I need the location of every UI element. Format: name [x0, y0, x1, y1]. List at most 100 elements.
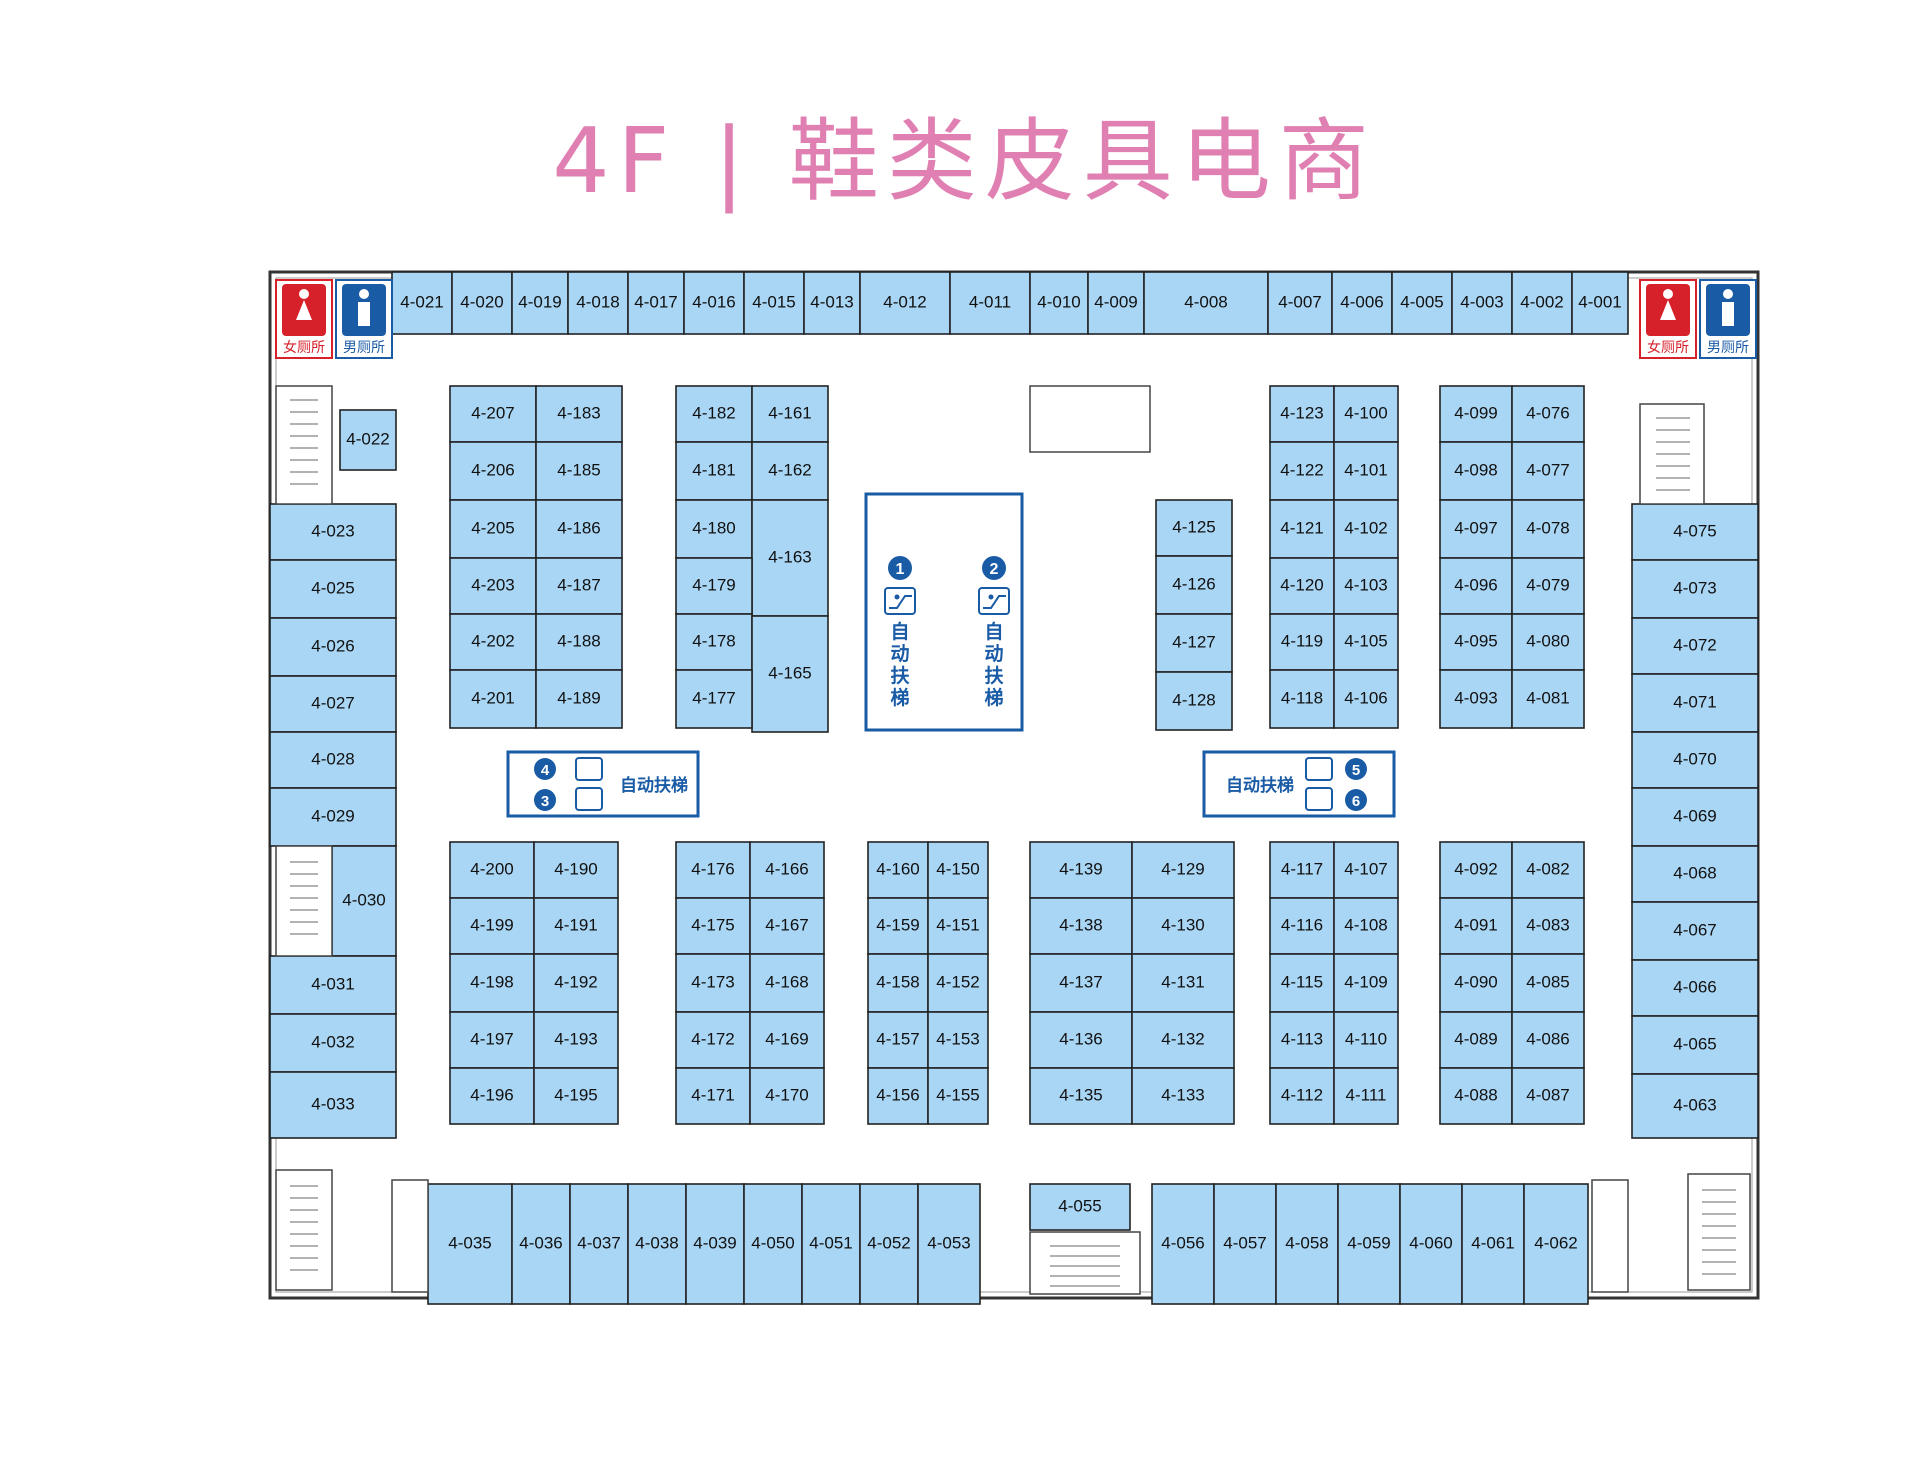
- booth-4-001[interactable]: 4-001: [1571, 271, 1629, 335]
- booth-4-188[interactable]: 4-188: [535, 613, 623, 671]
- booth-4-193[interactable]: 4-193: [533, 1011, 619, 1069]
- booth-4-090[interactable]: 4-090: [1439, 953, 1513, 1013]
- booth-4-005[interactable]: 4-005: [1391, 271, 1453, 335]
- booth-4-121[interactable]: 4-121: [1269, 499, 1335, 559]
- booth-4-038[interactable]: 4-038: [627, 1183, 687, 1305]
- booth-4-135[interactable]: 4-135: [1029, 1067, 1133, 1125]
- booth-4-021[interactable]: 4-021: [391, 271, 453, 335]
- booth-4-182[interactable]: 4-182: [675, 385, 753, 443]
- booth-4-016[interactable]: 4-016: [683, 271, 745, 335]
- booth-4-068[interactable]: 4-068: [1631, 845, 1759, 903]
- booth-4-167[interactable]: 4-167: [749, 897, 825, 955]
- booth-4-153[interactable]: 4-153: [927, 1011, 989, 1069]
- booth-4-073[interactable]: 4-073: [1631, 559, 1759, 619]
- booth-4-093[interactable]: 4-093: [1439, 669, 1513, 729]
- booth-4-007[interactable]: 4-007: [1267, 271, 1333, 335]
- booth-4-202[interactable]: 4-202: [449, 613, 537, 671]
- booth-4-052[interactable]: 4-052: [859, 1183, 919, 1305]
- booth-4-169[interactable]: 4-169: [749, 1011, 825, 1069]
- escalator-2[interactable]: 2 自 动 扶 梯: [978, 556, 1010, 709]
- booth-4-083[interactable]: 4-083: [1511, 897, 1585, 955]
- booth-4-111[interactable]: 4-111: [1333, 1067, 1399, 1125]
- booth-4-110[interactable]: 4-110: [1333, 1011, 1399, 1069]
- booth-4-126[interactable]: 4-126: [1155, 555, 1233, 615]
- booth-4-037[interactable]: 4-037: [569, 1183, 629, 1305]
- booth-4-175[interactable]: 4-175: [675, 897, 751, 955]
- booth-4-070[interactable]: 4-070: [1631, 731, 1759, 789]
- booth-4-195[interactable]: 4-195: [533, 1067, 619, 1125]
- booth-4-170[interactable]: 4-170: [749, 1067, 825, 1125]
- booth-4-108[interactable]: 4-108: [1333, 897, 1399, 955]
- booth-4-080[interactable]: 4-080: [1511, 613, 1585, 671]
- booth-4-051[interactable]: 4-051: [801, 1183, 861, 1305]
- booth-4-076[interactable]: 4-076: [1511, 385, 1585, 443]
- booth-4-185[interactable]: 4-185: [535, 441, 623, 501]
- booth-4-166[interactable]: 4-166: [749, 841, 825, 899]
- booth-4-106[interactable]: 4-106: [1333, 669, 1399, 729]
- booth-4-171[interactable]: 4-171: [675, 1067, 751, 1125]
- booth-4-027[interactable]: 4-027: [269, 675, 397, 733]
- booth-4-102[interactable]: 4-102: [1333, 499, 1399, 559]
- booth-4-067[interactable]: 4-067: [1631, 901, 1759, 961]
- booth-4-113[interactable]: 4-113: [1269, 1011, 1335, 1069]
- booth-4-058[interactable]: 4-058: [1275, 1183, 1339, 1305]
- booth-4-035[interactable]: 4-035: [427, 1183, 513, 1305]
- escalator-sign-5-6[interactable]: 自动扶梯 5 6: [1202, 750, 1396, 818]
- booth-4-091[interactable]: 4-091: [1439, 897, 1513, 955]
- booth-4-008[interactable]: 4-008: [1143, 271, 1269, 335]
- booth-4-116[interactable]: 4-116: [1269, 897, 1335, 955]
- booth-4-197[interactable]: 4-197: [449, 1011, 535, 1069]
- booth-4-150[interactable]: 4-150: [927, 841, 989, 899]
- booth-4-138[interactable]: 4-138: [1029, 897, 1133, 955]
- booth-4-028[interactable]: 4-028: [269, 731, 397, 789]
- booth-4-201[interactable]: 4-201: [449, 669, 537, 729]
- booth-4-009[interactable]: 4-009: [1087, 271, 1145, 335]
- booth-4-002[interactable]: 4-002: [1511, 271, 1573, 335]
- booth-4-020[interactable]: 4-020: [451, 271, 513, 335]
- booth-4-155[interactable]: 4-155: [927, 1067, 989, 1125]
- booth-4-056[interactable]: 4-056: [1151, 1183, 1215, 1305]
- booth-4-066[interactable]: 4-066: [1631, 959, 1759, 1017]
- booth-4-122[interactable]: 4-122: [1269, 441, 1335, 501]
- booth-4-125[interactable]: 4-125: [1155, 499, 1233, 557]
- booth-4-187[interactable]: 4-187: [535, 557, 623, 615]
- booth-4-050[interactable]: 4-050: [743, 1183, 803, 1305]
- booth-4-189[interactable]: 4-189: [535, 669, 623, 729]
- booth-4-139[interactable]: 4-139: [1029, 841, 1133, 899]
- booth-4-029[interactable]: 4-029: [269, 787, 397, 847]
- booth-4-207[interactable]: 4-207: [449, 385, 537, 443]
- booth-4-012[interactable]: 4-012: [859, 271, 951, 335]
- booth-4-118[interactable]: 4-118: [1269, 669, 1335, 729]
- booth-4-105[interactable]: 4-105: [1333, 613, 1399, 671]
- booth-4-015[interactable]: 4-015: [743, 271, 805, 335]
- booth-4-003[interactable]: 4-003: [1451, 271, 1513, 335]
- booth-4-206[interactable]: 4-206: [449, 441, 537, 501]
- booth-4-071[interactable]: 4-071: [1631, 673, 1759, 733]
- restroom-left[interactable]: 女厕所 男厕所: [275, 279, 393, 359]
- booth-4-196[interactable]: 4-196: [449, 1067, 535, 1125]
- booth-4-100[interactable]: 4-100: [1333, 385, 1399, 443]
- booth-4-168[interactable]: 4-168: [749, 953, 825, 1013]
- escalator-sign-3-4[interactable]: 4 3 自动扶梯: [506, 750, 700, 818]
- escalator-1[interactable]: 1 自 动 扶 梯: [884, 556, 916, 709]
- booth-4-065[interactable]: 4-065: [1631, 1015, 1759, 1075]
- booth-4-127[interactable]: 4-127: [1155, 613, 1233, 673]
- booth-4-129[interactable]: 4-129: [1131, 841, 1235, 899]
- booth-4-036[interactable]: 4-036: [511, 1183, 571, 1305]
- booth-4-063[interactable]: 4-063: [1631, 1073, 1759, 1139]
- booth-4-039[interactable]: 4-039: [685, 1183, 745, 1305]
- booth-4-128[interactable]: 4-128: [1155, 671, 1233, 731]
- booth-4-086[interactable]: 4-086: [1511, 1011, 1585, 1069]
- booth-4-177[interactable]: 4-177: [675, 669, 753, 729]
- booth-4-117[interactable]: 4-117: [1269, 841, 1335, 899]
- booth-4-152[interactable]: 4-152: [927, 953, 989, 1013]
- booth-4-059[interactable]: 4-059: [1337, 1183, 1401, 1305]
- booth-4-077[interactable]: 4-077: [1511, 441, 1585, 501]
- booth-4-200[interactable]: 4-200: [449, 841, 535, 899]
- booth-4-061[interactable]: 4-061: [1461, 1183, 1525, 1305]
- booth-4-075[interactable]: 4-075: [1631, 503, 1759, 561]
- booth-4-172[interactable]: 4-172: [675, 1011, 751, 1069]
- booth-4-098[interactable]: 4-098: [1439, 441, 1513, 501]
- booth-4-161[interactable]: 4-161: [751, 385, 829, 443]
- booth-4-131[interactable]: 4-131: [1131, 953, 1235, 1013]
